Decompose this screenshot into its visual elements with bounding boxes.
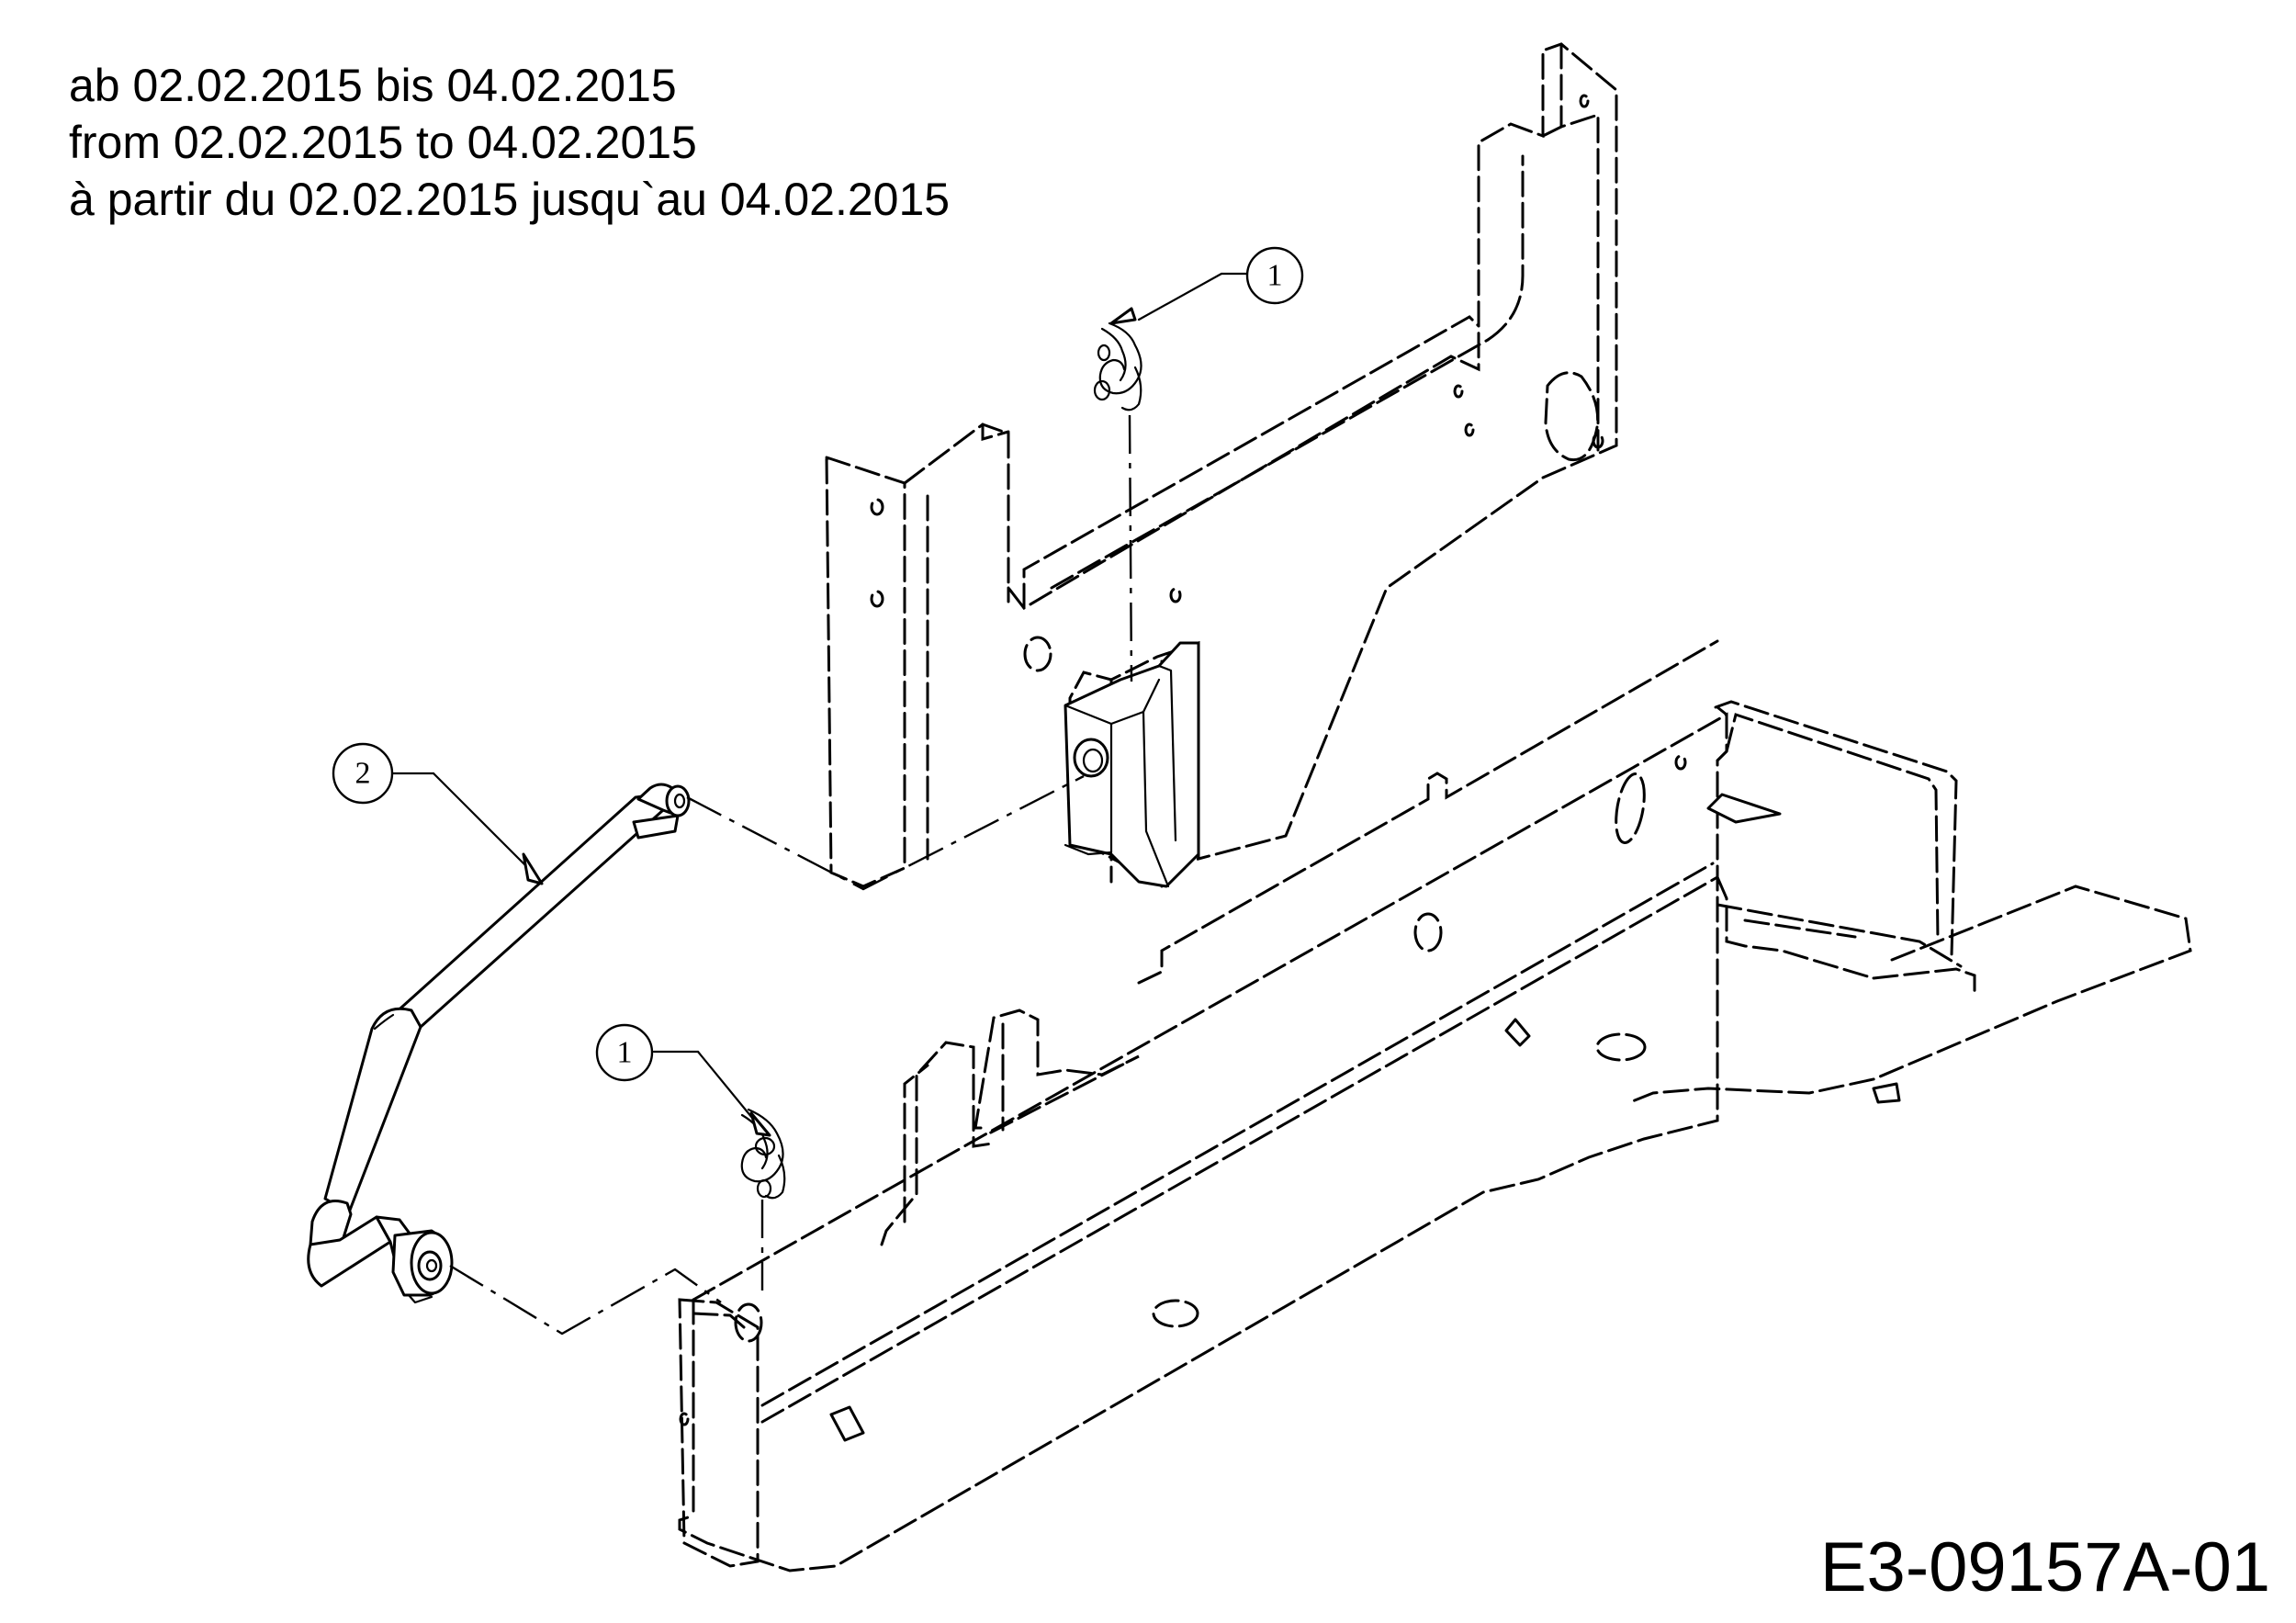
lower-frame — [678, 639, 2192, 1572]
drawing-number: E3-09157A-01 — [1819, 1528, 2270, 1606]
assembly-lines — [449, 414, 1133, 1336]
validity-note-en: from 02.02.2015 to 04.02.2015 — [69, 117, 697, 168]
validity-notes: ab 02.02.2015 bis 04.02.2015 from 02.02.… — [69, 57, 950, 228]
callout-label-clip-lower: 1 — [617, 1036, 633, 1070]
upper-bracket — [825, 42, 1618, 888]
callout-label-rod: 2 — [355, 757, 371, 791]
spring-clip-lower — [740, 1108, 786, 1200]
callout-1-upper: 1 — [1109, 246, 1304, 325]
callout-2-rod: 2 — [332, 742, 544, 885]
cranked-rod — [307, 783, 691, 1304]
callout-1-lower: 1 — [595, 1023, 771, 1137]
callout-label-clip-upper: 1 — [1267, 259, 1283, 293]
validity-note-fr: à partir du 02.02.2015 jusqu`au 04.02.20… — [69, 174, 951, 225]
validity-note-de: ab 02.02.2015 bis 04.02.2015 — [69, 60, 677, 111]
clevis-block — [1064, 641, 1200, 888]
spring-clip-upper — [1093, 321, 1142, 411]
